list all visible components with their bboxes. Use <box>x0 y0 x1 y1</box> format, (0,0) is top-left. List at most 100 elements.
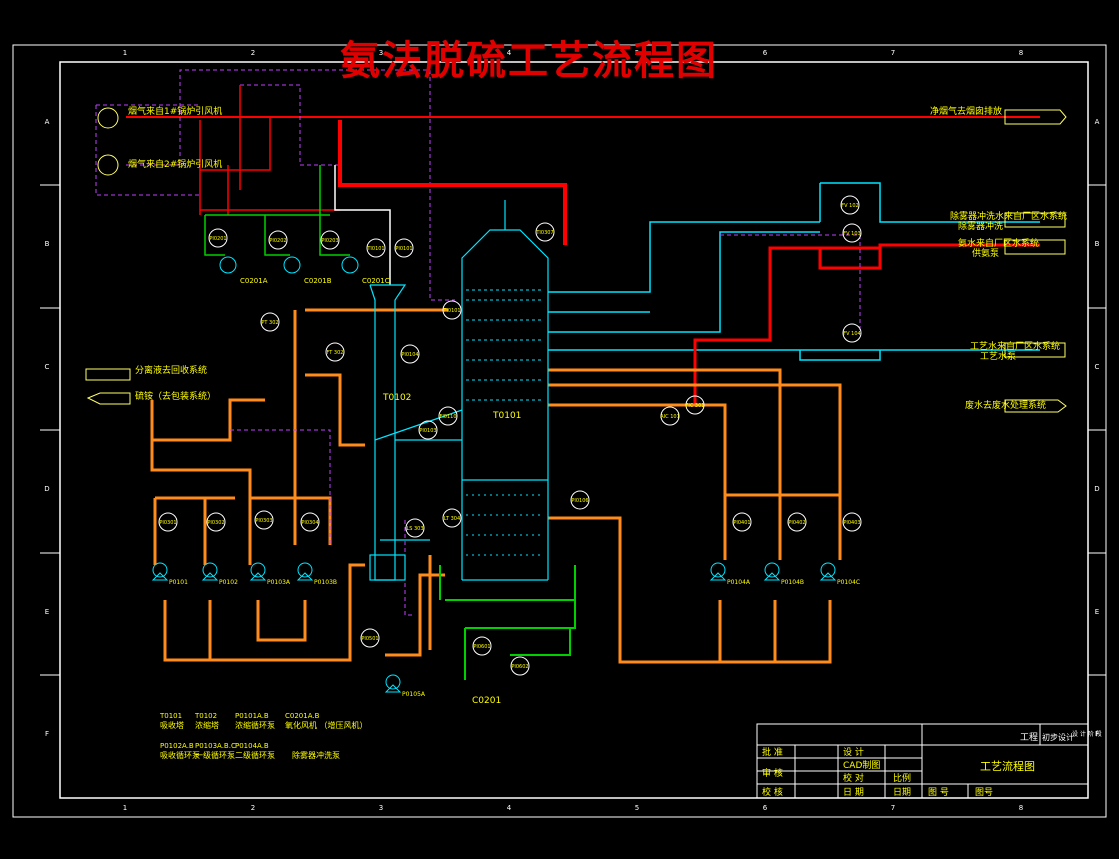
instrument-label: PI0104 <box>401 352 418 358</box>
wastewater-label: 废水去废水处理系统 <box>965 399 1046 411</box>
grid-row-left: D <box>44 485 49 493</box>
pump-label: P0104B <box>781 579 804 586</box>
grid-col-bottom: 5 <box>635 804 639 812</box>
pump-label: P0105A <box>402 691 426 698</box>
pump-label: P0102 <box>219 579 238 586</box>
grid-col-top: 6 <box>763 49 768 57</box>
clean-flue-label: 净烟气去烟囱排放 <box>930 105 1002 117</box>
instrument-bubble-icon <box>300 512 320 532</box>
pump-label: P0103B <box>314 579 337 586</box>
pump-label: P0103A <box>267 579 291 586</box>
equipment-legend: T0101吸收塔T0102浓缩塔P0101A.B浓缩循环泵C0201A.B氧化风… <box>159 712 368 760</box>
ammonia-lines <box>693 243 1040 405</box>
instrument-label: PI0301 <box>159 520 176 526</box>
pump-icon <box>152 562 168 578</box>
instrument-bubble-icon <box>787 512 807 532</box>
signal-line-3 <box>404 520 415 616</box>
grid-col-bottom: 1 <box>123 804 127 812</box>
tb-r2c3: CAD制图 <box>843 759 880 771</box>
grid-col-top: 5 <box>635 49 639 57</box>
pump-base-icon <box>151 572 169 581</box>
instrument-label: LT 304 <box>444 516 460 522</box>
diagram-title: 氨法脱硫工艺流程图 <box>340 37 718 84</box>
instrument-label: PI0103 <box>419 428 436 434</box>
ammonia-water-sub: 供氨泵 <box>972 247 999 259</box>
instrument-label: FT 302 <box>327 350 344 356</box>
grid-col-top: 8 <box>1019 49 1023 57</box>
grid-row-right: F <box>1095 730 1099 738</box>
fan-label: C0201A <box>240 277 268 285</box>
tb-drawing-no: 图号 <box>975 787 993 798</box>
grid-row-right: D <box>1094 485 1099 493</box>
instrument-label: PI0101 <box>395 246 412 252</box>
pump-icon <box>820 562 836 578</box>
instrument-label: PI0201 <box>209 236 226 242</box>
instrument-label: FV 102 <box>841 203 858 209</box>
instrument-label: PI0402 <box>788 520 805 526</box>
grid-col-top: 3 <box>379 49 383 57</box>
pump-base-icon <box>709 572 727 581</box>
grid-row-left: A <box>45 118 50 126</box>
instrument-label: PI0403 <box>843 520 860 526</box>
flue-in-2-label: 烟气来自2#锅炉引风机 <box>128 158 222 170</box>
ammonia-supply-lines <box>439 565 576 680</box>
process-water-label: 工艺水来自厂区水系统 <box>970 340 1060 352</box>
fan-icon <box>283 256 301 274</box>
instrument-bubble-icon <box>320 230 340 250</box>
fan-label: C0201C <box>362 277 390 285</box>
legend-name: 吸收循环泵 <box>160 750 200 760</box>
tb-r3c3: 校 对 <box>843 772 864 784</box>
tb-r4c1: 校 核 <box>762 786 783 798</box>
instrument-bubble-icon <box>206 512 226 532</box>
pump-icon <box>202 562 218 578</box>
quench-label: T0102 <box>382 393 411 403</box>
instrument-label: PI0106 <box>571 498 588 504</box>
legend-name: 除雾器冲洗泵 <box>292 750 340 760</box>
legend-name: 吸收塔 <box>160 720 184 730</box>
grid-row-left: B <box>45 240 50 248</box>
grid-col-bottom: 6 <box>763 804 768 812</box>
signal-line-2 <box>230 429 331 545</box>
tb-r1c3: 设 计 <box>843 746 864 758</box>
legend-name: 浓缩循环泵 <box>235 720 275 730</box>
grid-col-top: 4 <box>507 49 512 57</box>
grid-col-bottom: 2 <box>251 804 255 812</box>
legend-code: P0102A.B <box>160 742 194 750</box>
instrument-bubble-icon <box>840 195 860 215</box>
instrument-bubble-icon <box>418 420 438 440</box>
instrument-label: FI0110 <box>439 414 456 420</box>
instrument-bubble-icon <box>842 512 862 532</box>
absorber-tower <box>461 200 549 581</box>
io-boxes <box>85 107 1067 413</box>
instrument-label: PI0501 <box>361 636 378 642</box>
flue-in-1-label: 烟气来自1#锅炉引风机 <box>128 105 222 117</box>
instrument-bubble-icon <box>442 508 462 528</box>
instrument-bubble-icon <box>510 656 530 676</box>
legend-code: P0103A.B.C <box>195 742 236 750</box>
tb-drawing-no-label: 图 号 <box>928 787 949 798</box>
tb-project: 工程 <box>1020 732 1038 743</box>
small-tank-label: C0201 <box>472 696 501 706</box>
tb-r4c4: 日期 <box>893 787 911 798</box>
pump-label: P0101 <box>169 579 188 586</box>
fan-icon <box>341 256 359 274</box>
instrument-label: FV 104 <box>843 331 860 337</box>
instrument-bubble-icon <box>660 406 680 426</box>
instrument-bubble-icon <box>842 223 862 243</box>
instrument-label: PI0202 <box>269 238 286 244</box>
instrument-bubble-icon <box>208 228 228 248</box>
instrument-label: TI0101 <box>366 246 384 252</box>
tb-drawing-name: 工艺流程图 <box>980 759 1035 773</box>
grid-row-right: A <box>1095 118 1100 126</box>
product-label: 硫铵（去包装系统） <box>135 390 216 402</box>
instrument-label: LS 303 <box>406 526 423 532</box>
fan-label: C0201B <box>304 277 332 285</box>
tb-r1c1: 批 准 <box>762 746 783 758</box>
instrument-bubble-icon <box>254 510 274 530</box>
desulf-water-sub: 除雾器冲洗 <box>958 220 1003 232</box>
instrument-label: TI0307 <box>535 230 553 236</box>
grid-row-right: C <box>1095 363 1100 371</box>
instrument-bubble-icon <box>360 628 380 648</box>
